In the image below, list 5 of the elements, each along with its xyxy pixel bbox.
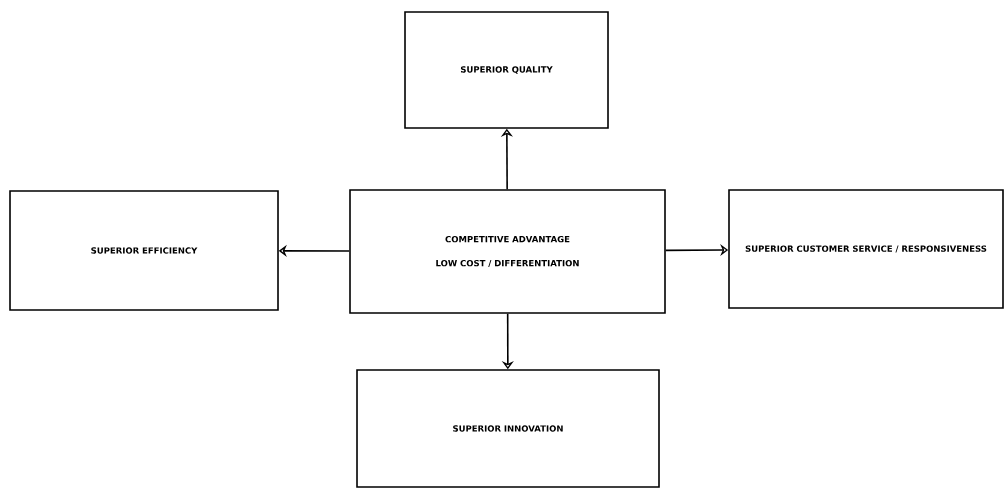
box: SUPERIOR EFFICIENCY bbox=[9, 190, 279, 311]
box: SUPERIOR QUALITY bbox=[404, 11, 609, 129]
box: SUPERIOR INNOVATION bbox=[356, 369, 660, 488]
box: COMPETITIVE ADVANTAGE LOW COST / DIFFERENTIATION bbox=[349, 189, 666, 314]
box: SUPERIOR CUSTOMER SERVICE / RESPONSIVENESS bbox=[728, 189, 1004, 309]
